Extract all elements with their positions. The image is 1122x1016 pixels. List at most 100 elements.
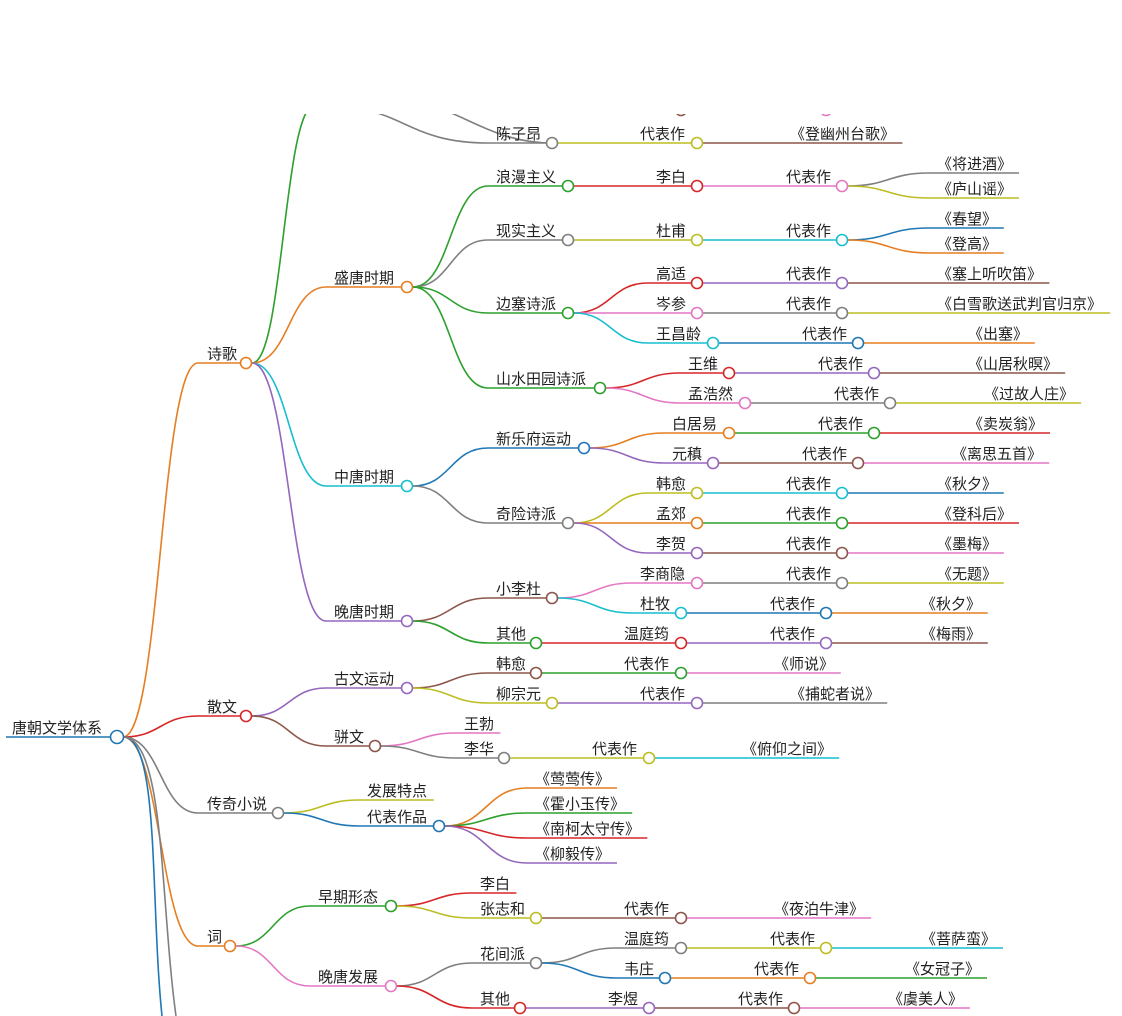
edge-dbzp-yyz [444,787,528,827]
edge-gwyd-hanyu2 [412,672,489,689]
node-toggle-czi[interactable] [545,136,559,150]
edge-zhong-xyf [412,447,489,487]
edge-sstz-wangwei [605,372,681,389]
node-label-hanyu2_d: 代表作 [624,655,669,673]
node-toggle-yzh[interactable] [706,456,720,470]
node-toggle-hanyu2_d[interactable] [674,666,688,680]
node-label-liyu: 李煜 [608,990,638,1008]
node-label-lihe: 李贺 [656,535,686,553]
node-toggle-wz_d[interactable] [803,971,817,985]
node-toggle-sheng[interactable] [400,280,414,294]
node-toggle-yzh_d[interactable] [851,456,865,470]
node-toggle-mhr_d[interactable] [883,396,897,410]
edge-libai_d-libai_w2 [847,185,930,199]
node-toggle-root[interactable] [109,729,125,745]
node-toggle-wtj1[interactable] [674,636,688,650]
node-label-hanyu1: 韩愈 [656,475,686,493]
node-toggle-liyu_d[interactable] [787,1001,801,1015]
node-toggle-zqxt[interactable] [384,899,398,913]
node-toggle-wan[interactable] [400,614,414,628]
node-toggle-wcl_d[interactable] [851,336,865,350]
node-toggle-wangwei[interactable] [722,366,736,380]
node-toggle-mhr[interactable] [738,396,752,410]
edge-bs-wcl [573,312,649,344]
node-toggle-wtfz[interactable] [384,979,398,993]
node-toggle-lihe[interactable] [690,546,704,560]
node-toggle-shige[interactable] [239,356,253,370]
node-label-cq: 传奇小说 [207,795,267,813]
node-toggle-dumu_d[interactable] [819,606,833,620]
node-toggle-wqt[interactable] [529,636,543,650]
node-toggle-bjy[interactable] [722,426,736,440]
node-toggle-xyf[interactable] [577,441,591,455]
node-toggle-czi_d[interactable] [690,136,704,150]
node-toggle-lzy[interactable] [545,696,559,710]
edge-pw-wangbo [380,732,457,747]
node-toggle-wz[interactable] [658,971,672,985]
node-toggle-hanyu2[interactable] [529,666,543,680]
node-toggle-liyu[interactable] [642,1001,656,1015]
node-toggle-dufu[interactable] [690,233,704,247]
node-label-lm: 浪漫主义 [496,168,556,186]
edge-qx-hanyu1 [573,492,649,524]
node-toggle-ciqt[interactable] [513,1001,527,1015]
node-toggle-cens_d[interactable] [835,306,849,320]
node-toggle-cens[interactable] [690,306,704,320]
node-label-libai_w2: 《庐山谣》 [937,180,1012,198]
node-label-lsy: 李商隐 [640,565,685,583]
node-toggle-hanyu1_d[interactable] [835,486,849,500]
node-toggle-hjp[interactable] [529,956,543,970]
node-toggle-dumu[interactable] [674,606,688,620]
node-label-dumu_d: 代表作 [770,595,815,613]
node-toggle-sanwen[interactable] [239,709,253,723]
node-label-sheng: 盛唐时期 [334,269,394,287]
node-toggle-xs[interactable] [561,233,575,247]
node-label-yzh_d: 代表作 [802,445,847,463]
edge-ci-wtfz [235,945,311,987]
node-toggle-bjy_d[interactable] [867,426,881,440]
node-toggle-dbzp[interactable] [432,819,446,833]
node-toggle-wtj2[interactable] [674,941,688,955]
node-label-lzy_w: 《捕蛇者说》 [790,685,880,703]
edge-sheng-bs [412,286,489,314]
node-label-wtj2_d: 代表作 [770,930,815,948]
node-toggle-lsy[interactable] [690,576,704,590]
node-toggle-libai[interactable] [690,179,704,193]
node-toggle-sstz[interactable] [593,381,607,395]
node-toggle-lihe_d[interactable] [835,546,849,560]
edge-wan-xld [412,597,489,622]
node-toggle-lm[interactable] [561,179,575,193]
node-label-lzy: 柳宗元 [496,685,541,703]
node-toggle-ci[interactable] [223,939,237,953]
node-toggle-lihua[interactable] [497,751,511,765]
node-toggle-gwyd[interactable] [400,681,414,695]
node-toggle-wtj1_d[interactable] [819,636,833,650]
node-label-hanyu2_w: 《师说》 [774,655,834,673]
node-toggle-bs[interactable] [561,306,575,320]
node-toggle-mengjiao_d[interactable] [835,516,849,530]
node-toggle-libai_d[interactable] [835,179,849,193]
node-toggle-lsy_d[interactable] [835,576,849,590]
node-toggle-dufu_d[interactable] [835,233,849,247]
node-toggle-gaoshi[interactable] [690,276,704,290]
node-toggle-wtj2_d[interactable] [819,941,833,955]
node-label-wtj2: 温庭筠 [624,930,669,948]
node-toggle-xld[interactable] [545,591,559,605]
node-toggle-cq[interactable] [271,806,285,820]
node-toggle-hanyu1[interactable] [690,486,704,500]
node-toggle-lihua_d[interactable] [642,751,656,765]
mind-map-nodes: 唐朝文学体系诗歌陈子昂代表作《登幽州台歌》盛唐时期浪漫主义李白代表作《将进酒》《… [12,103,1102,1015]
node-toggle-qx[interactable] [561,516,575,530]
node-toggle-wcl[interactable] [706,336,720,350]
node-toggle-zzh_d[interactable] [674,911,688,925]
node-label-ci: 词 [207,928,222,946]
node-toggle-zhong[interactable] [400,479,414,493]
node-toggle-lzy_d[interactable] [690,696,704,710]
node-toggle-wangwei_d[interactable] [867,366,881,380]
node-toggle-zzh[interactable] [529,911,543,925]
node-toggle-gaoshi_d[interactable] [835,276,849,290]
node-toggle-pw[interactable] [368,739,382,753]
node-label-wtj2_w: 《菩萨蛮》 [921,930,996,948]
node-label-wcl_d: 代表作 [802,325,847,343]
node-toggle-mengjiao[interactable] [690,516,704,530]
